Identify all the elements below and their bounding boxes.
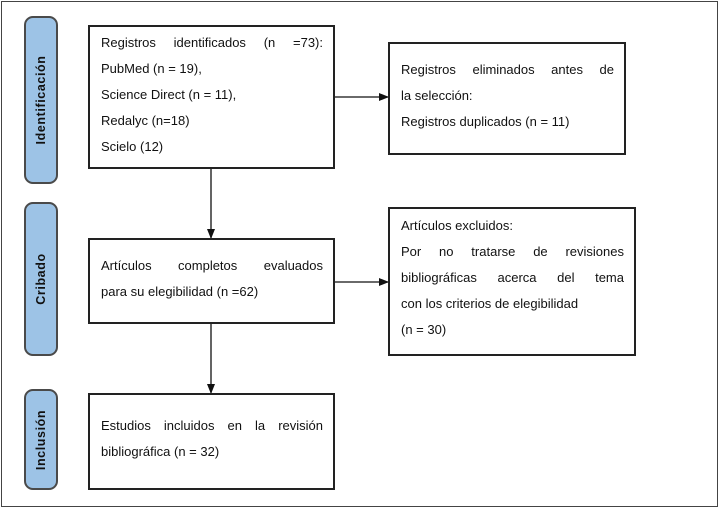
articles-excluded-box: Artículos excluidos: Por no tratarse de … xyxy=(388,207,636,356)
source-pubmed: PubMed (n = 19), xyxy=(101,61,202,76)
phase-screening: Cribado xyxy=(24,202,58,356)
source-scielo: Scielo (12) xyxy=(101,139,164,154)
exclusion-reason-line3: con los criterios de elegibilidad xyxy=(401,296,579,311)
records-removed-heading: Registros eliminados antes de xyxy=(401,62,614,77)
source-science-direct: Science Direct (n = 11), xyxy=(101,87,237,102)
exclusion-reason-line2: bibliográficas acerca del tema xyxy=(401,270,624,285)
exclusion-reason-line1: Por no tratarse de revisiones xyxy=(401,244,624,259)
studies-included-line1: Estudios incluidos en la revisión xyxy=(101,418,323,433)
phase-identification: Identificación xyxy=(24,16,58,184)
studies-included-line2: bibliográfica (n = 32) xyxy=(101,444,220,459)
articles-excluded-heading: Artículos excluidos: xyxy=(401,218,513,233)
records-identified-heading: Registros identificados (n =73): xyxy=(101,35,323,50)
records-removed-subheading: la selección: xyxy=(401,88,473,103)
studies-included-box: Estudios incluidos en la revisión biblio… xyxy=(88,393,335,490)
records-removed-box: Registros eliminados antes de la selecci… xyxy=(388,42,626,155)
articles-assessed-line1: Artículos completos evaluados xyxy=(101,258,323,273)
source-redalyc: Redalyc (n=18) xyxy=(101,113,190,128)
records-duplicated: Registros duplicados (n = 11) xyxy=(401,114,570,129)
records-identified-box: Registros identificados (n =73): PubMed … xyxy=(88,25,335,169)
articles-assessed-line2: para su elegibilidad (n =62) xyxy=(101,284,259,299)
articles-assessed-box: Artículos completos evaluados para su el… xyxy=(88,238,335,324)
articles-excluded-count: (n = 30) xyxy=(401,322,447,337)
phase-inclusion: Inclusión xyxy=(24,389,58,490)
